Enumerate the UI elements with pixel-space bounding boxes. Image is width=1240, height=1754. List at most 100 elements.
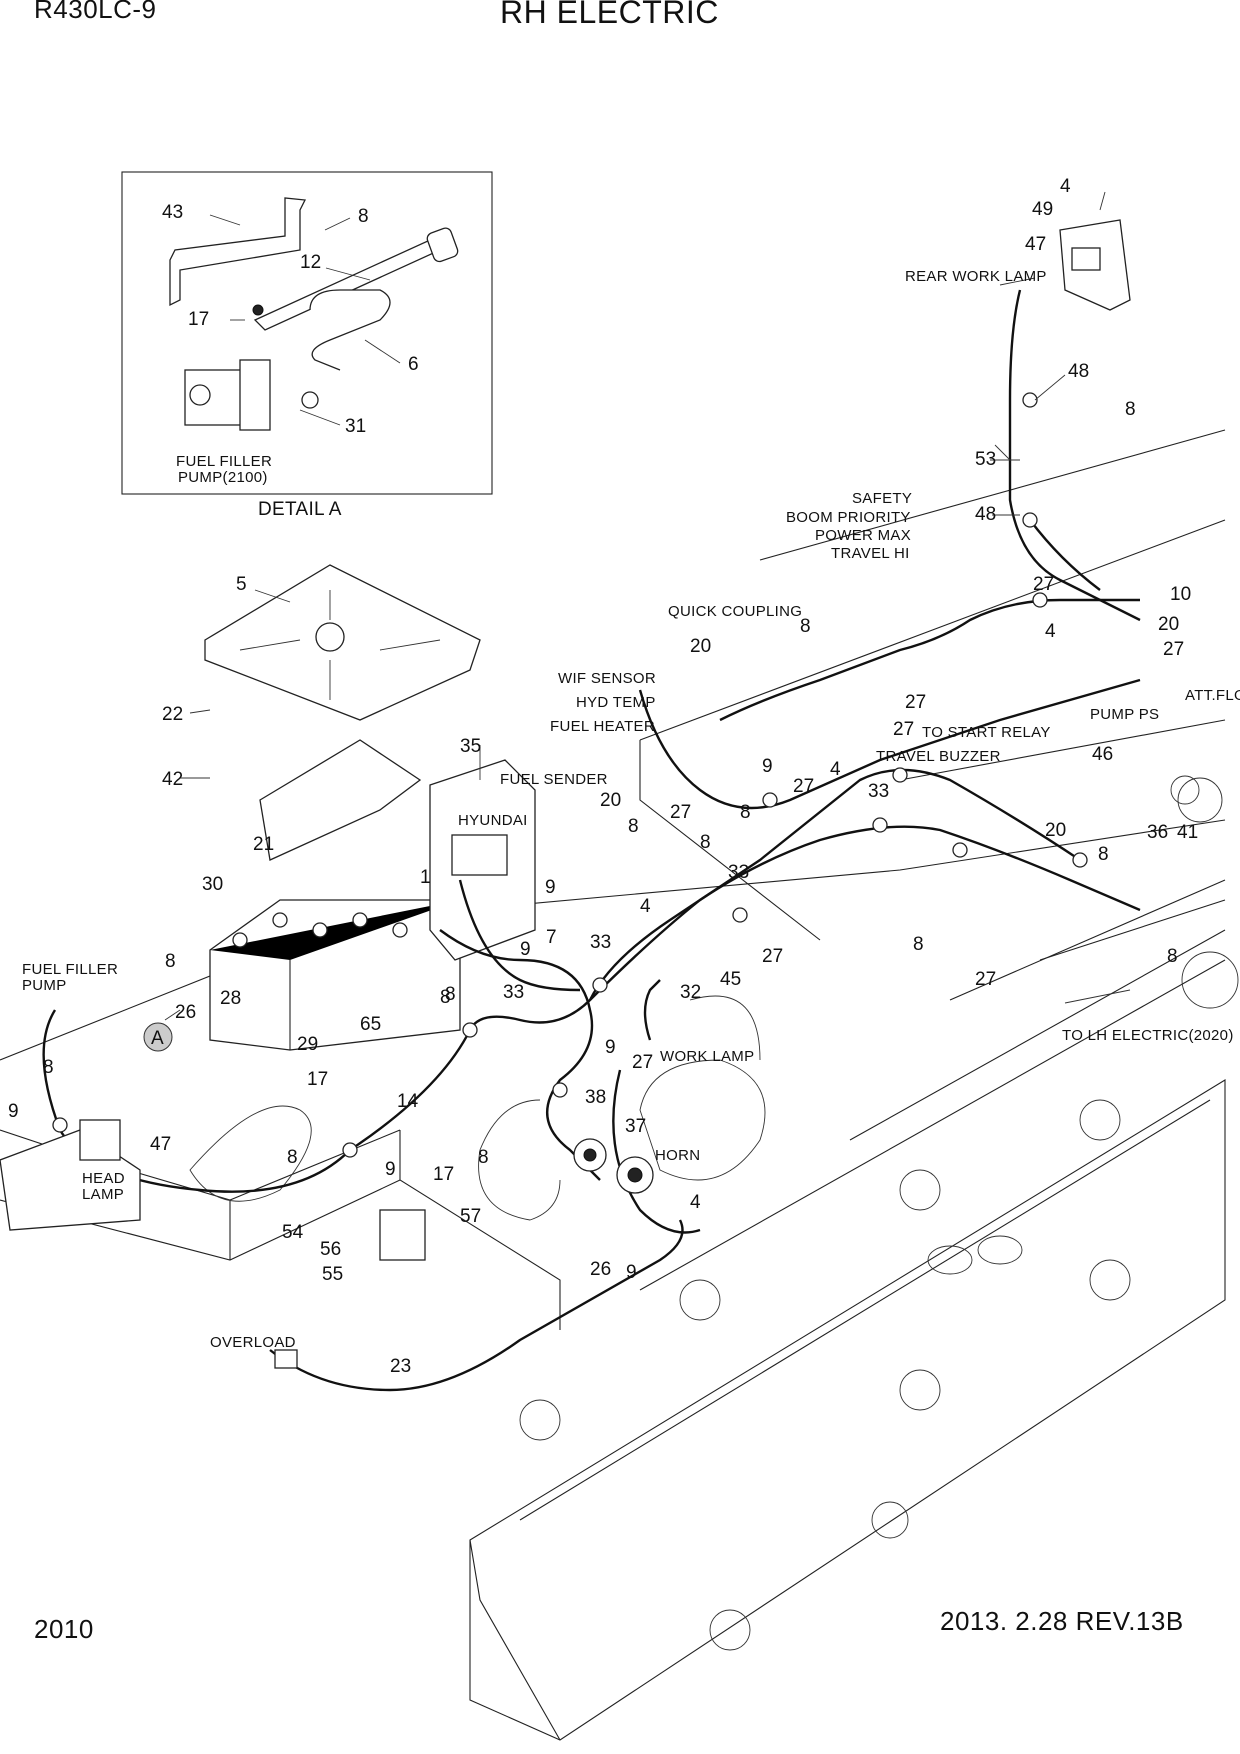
callout: 20 (1045, 820, 1066, 841)
fuel-heater-label: FUEL HEATER (550, 718, 655, 735)
detail-marker-letter: A (151, 1028, 164, 1049)
callout: 33 (590, 932, 611, 953)
travel-hi-label: TRAVEL HI (831, 545, 910, 562)
chassis-frame (0, 429, 1226, 1741)
callout: 27 (893, 719, 914, 740)
callout: 20 (1158, 614, 1179, 635)
callout: 55 (322, 1264, 343, 1285)
page-number: 2010 (34, 1614, 94, 1644)
callout: 27 (905, 692, 926, 713)
callout: 8 (358, 206, 369, 227)
boom-priority-label: BOOM PRIORITY (786, 509, 911, 526)
callout: 8 (478, 1147, 489, 1168)
callout: 8 (445, 984, 456, 1005)
callout: 21 (253, 834, 274, 855)
text-labels: DETAIL A FUEL FILLER PUMP(2100) REAR WOR… (22, 268, 1240, 1351)
callout: 46 (1092, 744, 1113, 765)
callout: 32 (680, 982, 701, 1003)
callout: 56 (320, 1239, 341, 1260)
callout: 4 (1045, 621, 1056, 642)
work-lamp-label: WORK LAMP (660, 1048, 754, 1065)
callout: 33 (728, 862, 749, 883)
callout: 8 (440, 987, 451, 1008)
brand-label: HYUNDAI (458, 812, 528, 829)
callout: 9 (762, 756, 773, 777)
callout: 8 (287, 1147, 298, 1168)
to-lh-electric-label: TO LH ELECTRIC(2020) (1062, 1027, 1234, 1044)
callout: 1 (420, 867, 431, 888)
callout: 41 (1177, 822, 1198, 843)
callout: 27 (1033, 574, 1054, 595)
callout: 53 (975, 449, 996, 470)
callout: 23 (390, 1356, 411, 1377)
mounting-plate (204, 564, 481, 861)
callout: 8 (913, 934, 924, 955)
head-lamp (0, 1119, 141, 1231)
callout: 29 (297, 1034, 318, 1055)
pump-ps-label: PUMP PS (1090, 706, 1159, 723)
callout: 49 (1032, 199, 1053, 220)
callout: 27 (793, 776, 814, 797)
callout: 36 (1147, 822, 1168, 843)
callout: 8 (1167, 946, 1178, 967)
callout: 4 (1060, 176, 1071, 197)
head-lamp-label: LAMP (82, 1186, 124, 1203)
overload-label: OVERLOAD (210, 1334, 296, 1351)
horn-label: HORN (655, 1147, 700, 1164)
callout: 47 (1025, 234, 1046, 255)
head-lamp-label: HEAD (82, 1170, 125, 1187)
callout: 48 (1068, 361, 1089, 382)
callout: 27 (762, 946, 783, 967)
horn-assemblies (573, 1138, 654, 1194)
callout: 47 (150, 1134, 171, 1155)
callout: 22 (162, 704, 183, 725)
power-max-label: POWER MAX (815, 527, 911, 544)
battery-assembly (209, 899, 461, 1051)
callout: 8 (165, 951, 176, 972)
callout: 8 (800, 616, 811, 637)
frame-holes (189, 775, 1239, 1651)
callout: 8 (1098, 844, 1109, 865)
callout: 17 (433, 1164, 454, 1185)
detail-pump-label: FUEL FILLER (176, 453, 272, 470)
callout: 45 (720, 969, 741, 990)
callout: 17 (307, 1069, 328, 1090)
callout: 27 (975, 969, 996, 990)
callout: 20 (600, 790, 621, 811)
rear-work-lamp-label: REAR WORK LAMP (905, 268, 1047, 285)
callout: 5 (236, 574, 247, 595)
callout: 14 (397, 1091, 419, 1112)
overload-switch-assembly (274, 1209, 426, 1369)
callout: 54 (282, 1222, 304, 1243)
callout: 6 (408, 354, 419, 375)
callout: 38 (585, 1087, 606, 1108)
safety-label: SAFETY (852, 490, 912, 507)
callout: 27 (670, 802, 691, 823)
callout: 8 (43, 1057, 54, 1078)
callout: 9 (385, 1159, 396, 1180)
hyd-temp-label: HYD TEMP (576, 694, 656, 711)
callout: 8 (700, 832, 711, 853)
fuel-filler-pump-label: FUEL FILLER (22, 961, 118, 978)
callout: 9 (626, 1262, 637, 1283)
callout: 42 (162, 769, 183, 790)
callout: 33 (503, 982, 524, 1003)
callout: 26 (175, 1002, 196, 1023)
detail-a-frame (121, 171, 493, 495)
harness-clamps (52, 392, 1088, 1158)
callout: 37 (625, 1116, 646, 1137)
quick-coupling-label: QUICK COUPLING (668, 603, 802, 620)
page-title: RH ELECTRIC (500, 0, 719, 30)
callout: 9 (545, 877, 556, 898)
callout: 9 (605, 1037, 616, 1058)
callout: 12 (300, 252, 321, 273)
rear-work-lamp-unit (1059, 219, 1131, 311)
callout: 27 (1163, 639, 1184, 660)
callout: 43 (162, 202, 183, 223)
callout: 4 (690, 1192, 701, 1213)
detail-caption: DETAIL A (258, 499, 342, 520)
fuel-filler-pump-label: PUMP (22, 977, 67, 994)
callout: 33 (868, 781, 889, 802)
callout: 48 (975, 504, 996, 525)
callout-leaders (164, 191, 1131, 1021)
